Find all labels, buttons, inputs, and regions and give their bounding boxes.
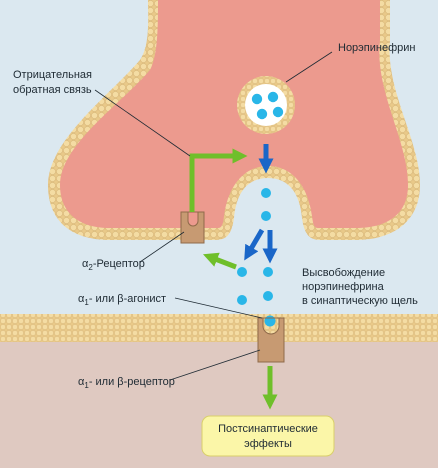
alpha2-receptor-label: α2-Рецептор [82, 258, 145, 272]
postsynaptic-receptor-label: α1- или β-рецептор [78, 376, 175, 390]
norepinephrine-molecule [237, 267, 247, 277]
alpha2-activation-arrow [202, 252, 237, 270]
release-label-line2: норэпинефрина [302, 281, 385, 293]
presynaptic-cytoplasm [60, 0, 408, 228]
norepinephrine-molecule [261, 211, 271, 221]
release-arrows [244, 144, 278, 264]
leader-lines [94, 51, 333, 381]
release-label-line3: в синаптическую щель [302, 295, 418, 307]
postsynaptic-effects-box: Постсинаптические эффекты [201, 415, 335, 457]
norepinephrine-molecule [237, 295, 247, 305]
norepinephrine-molecule [261, 188, 271, 198]
synaptic-vesicle [237, 76, 295, 134]
release-arrow [244, 228, 265, 261]
norepinephrine-label: Норэпинефрин [338, 42, 415, 54]
effects-label-line1: Постсинаптические [218, 423, 318, 435]
norepinephrine-molecule [251, 93, 263, 105]
norepinephrine-bound [264, 315, 276, 327]
feedback-arrow [189, 148, 248, 270]
norepinephrine-molecule [263, 291, 273, 301]
norepinephrine-molecule [263, 267, 273, 277]
effects-label-line2: эффекты [244, 438, 292, 450]
released-norepinephrine [237, 188, 276, 327]
release-label-line1: Высвобождение [302, 267, 385, 279]
norepinephrine-molecule [256, 108, 268, 120]
presynaptic-terminal [48, 0, 420, 240]
norepinephrine-molecule [272, 106, 284, 118]
agonist-label: α1- или β-агонист [78, 293, 166, 307]
feedback-label-line2: обратная связь [13, 84, 92, 96]
alpha2-receptor [180, 211, 205, 244]
postsynaptic-receptor [257, 317, 285, 363]
postsynaptic-membrane [0, 314, 438, 342]
feedback-label-line1: Отрицательная [13, 69, 92, 81]
norepinephrine-molecule [267, 91, 279, 103]
